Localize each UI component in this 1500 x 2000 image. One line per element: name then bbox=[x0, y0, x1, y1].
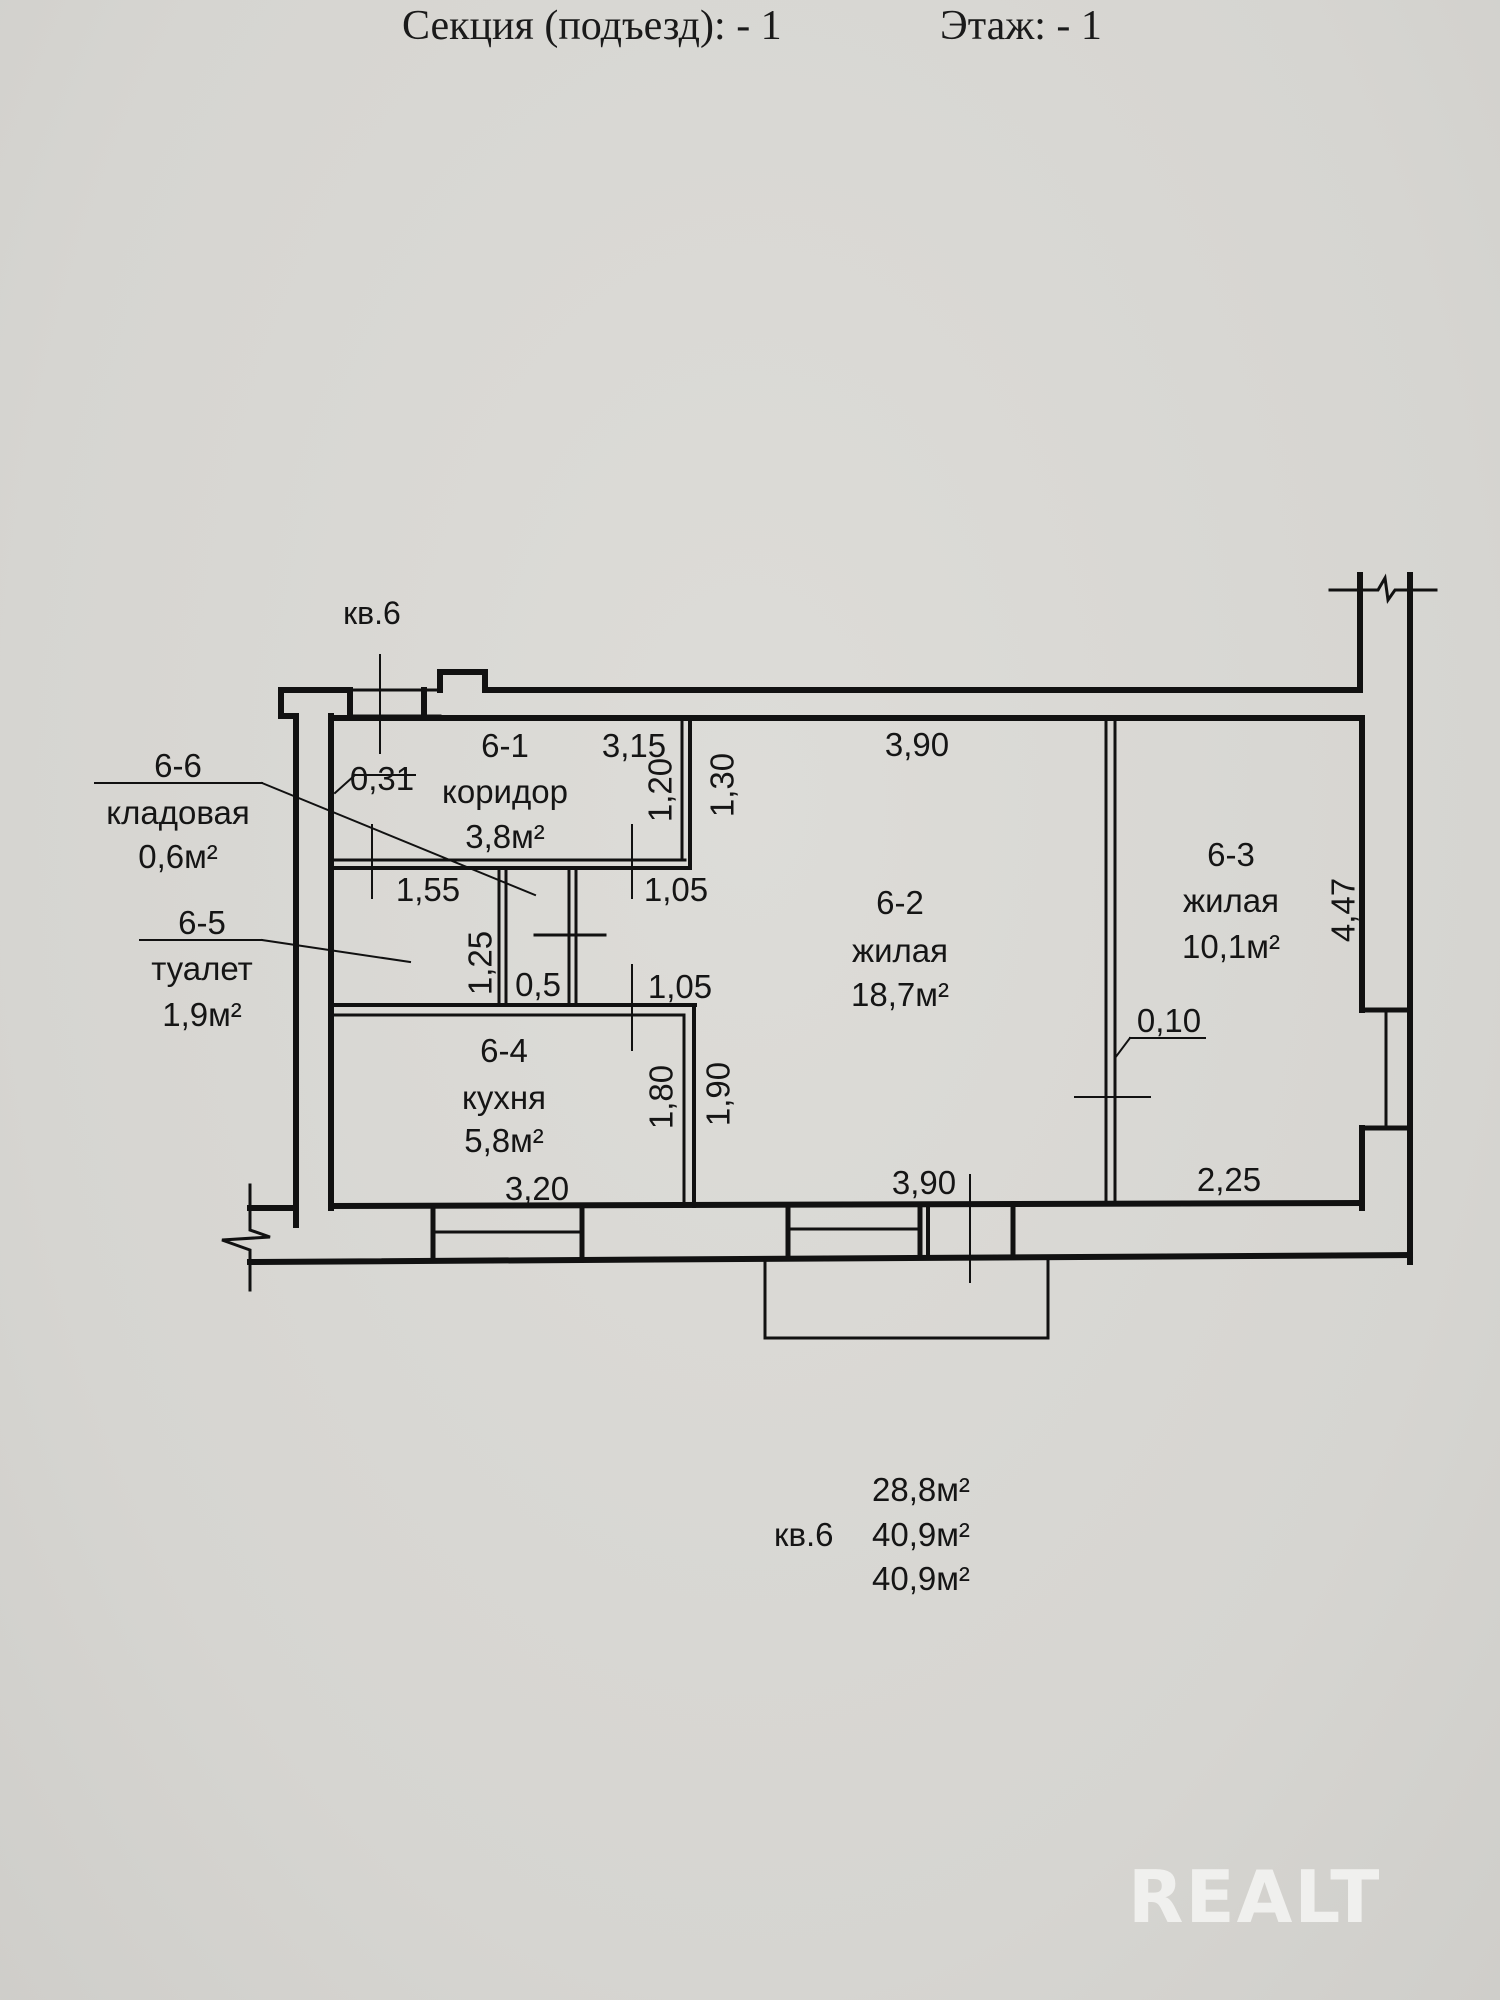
room-6-2-name: жилая bbox=[852, 932, 948, 969]
dim-living-top: 3,90 bbox=[884, 726, 950, 763]
outer-wall-bottom bbox=[246, 1251, 1414, 1266]
summary-total-area-balcony: 40,9м² bbox=[872, 1560, 970, 1597]
room-6-4-id: 6-4 bbox=[480, 1032, 528, 1069]
room-6-6-area: 0,6м² bbox=[138, 838, 218, 875]
room-6-2-area: 18,7м² bbox=[851, 976, 949, 1013]
dim-partition: 0,10 bbox=[1136, 1002, 1202, 1039]
dim-room3-height: 4,47 bbox=[1324, 877, 1362, 943]
dim-corridor-height-outer: 1,30 bbox=[703, 752, 741, 818]
dim-storage-width: 0,5 bbox=[515, 966, 561, 1003]
dim-door-lower: 1,05 bbox=[647, 968, 713, 1005]
room-6-5-name: туалет bbox=[151, 950, 253, 987]
dim-living-bottom: 3,90 bbox=[891, 1164, 957, 1201]
dim-door-upper: 1,05 bbox=[643, 871, 709, 908]
watermark-logo: REALT bbox=[1128, 1855, 1382, 1939]
dim-kitchen-height-inner: 1,80 bbox=[642, 1064, 680, 1130]
room-6-3-area: 10,1м² bbox=[1182, 928, 1280, 965]
outer-wall-top bbox=[437, 669, 1363, 693]
room-6-3-name: жилая bbox=[1183, 882, 1279, 919]
dim-toilet-width: 1,55 bbox=[395, 871, 461, 908]
room-6-6-id: 6-6 bbox=[154, 747, 202, 784]
summary-label: кв.6 bbox=[774, 1516, 834, 1553]
dim-kitchen-width: 3,20 bbox=[504, 1170, 570, 1207]
dim-toilet-height: 1,25 bbox=[461, 930, 499, 996]
break-mark-bottom bbox=[221, 1183, 271, 1292]
dim-kitchen-height-outer: 1,90 bbox=[699, 1061, 737, 1127]
room-6-6-name: кладовая bbox=[106, 794, 250, 831]
room-6-1-id: 6-1 bbox=[481, 727, 529, 764]
dim-line-0-31 bbox=[333, 773, 357, 795]
room-6-3-id: 6-3 bbox=[1207, 836, 1255, 873]
balcony bbox=[763, 1254, 1050, 1340]
break-mark-top bbox=[1328, 573, 1438, 604]
inner-wall-bottom bbox=[327, 1199, 1366, 1210]
room-6-1-area: 3,8м² bbox=[465, 818, 545, 855]
dim-entrance-wall: 0,31 bbox=[349, 760, 415, 797]
room-6-5-area: 1,9м² bbox=[162, 996, 242, 1033]
room-6-2-id: 6-2 bbox=[876, 884, 924, 921]
outer-wall-top-left bbox=[278, 687, 353, 719]
summary-living-area: 28,8м² bbox=[872, 1471, 970, 1508]
dim-room3-width: 2,25 bbox=[1196, 1161, 1262, 1198]
dim-corridor-width: 3,15 bbox=[601, 727, 667, 764]
dim-corridor-height-inner: 1,20 bbox=[641, 757, 679, 823]
apartment-label-top: кв.6 bbox=[343, 595, 401, 631]
dim-line-0-10 bbox=[1113, 1036, 1132, 1060]
room-6-4-name: кухня bbox=[462, 1079, 546, 1116]
room-6-5-id: 6-5 bbox=[178, 904, 226, 941]
section-label: Секция (подъезд): - 1 bbox=[402, 3, 782, 49]
room-6-4-area: 5,8м² bbox=[464, 1122, 544, 1159]
room-6-1-name: коридор bbox=[442, 773, 568, 810]
floor-label: Этаж: - 1 bbox=[940, 3, 1102, 49]
summary-total-area: 40,9м² bbox=[872, 1516, 970, 1553]
